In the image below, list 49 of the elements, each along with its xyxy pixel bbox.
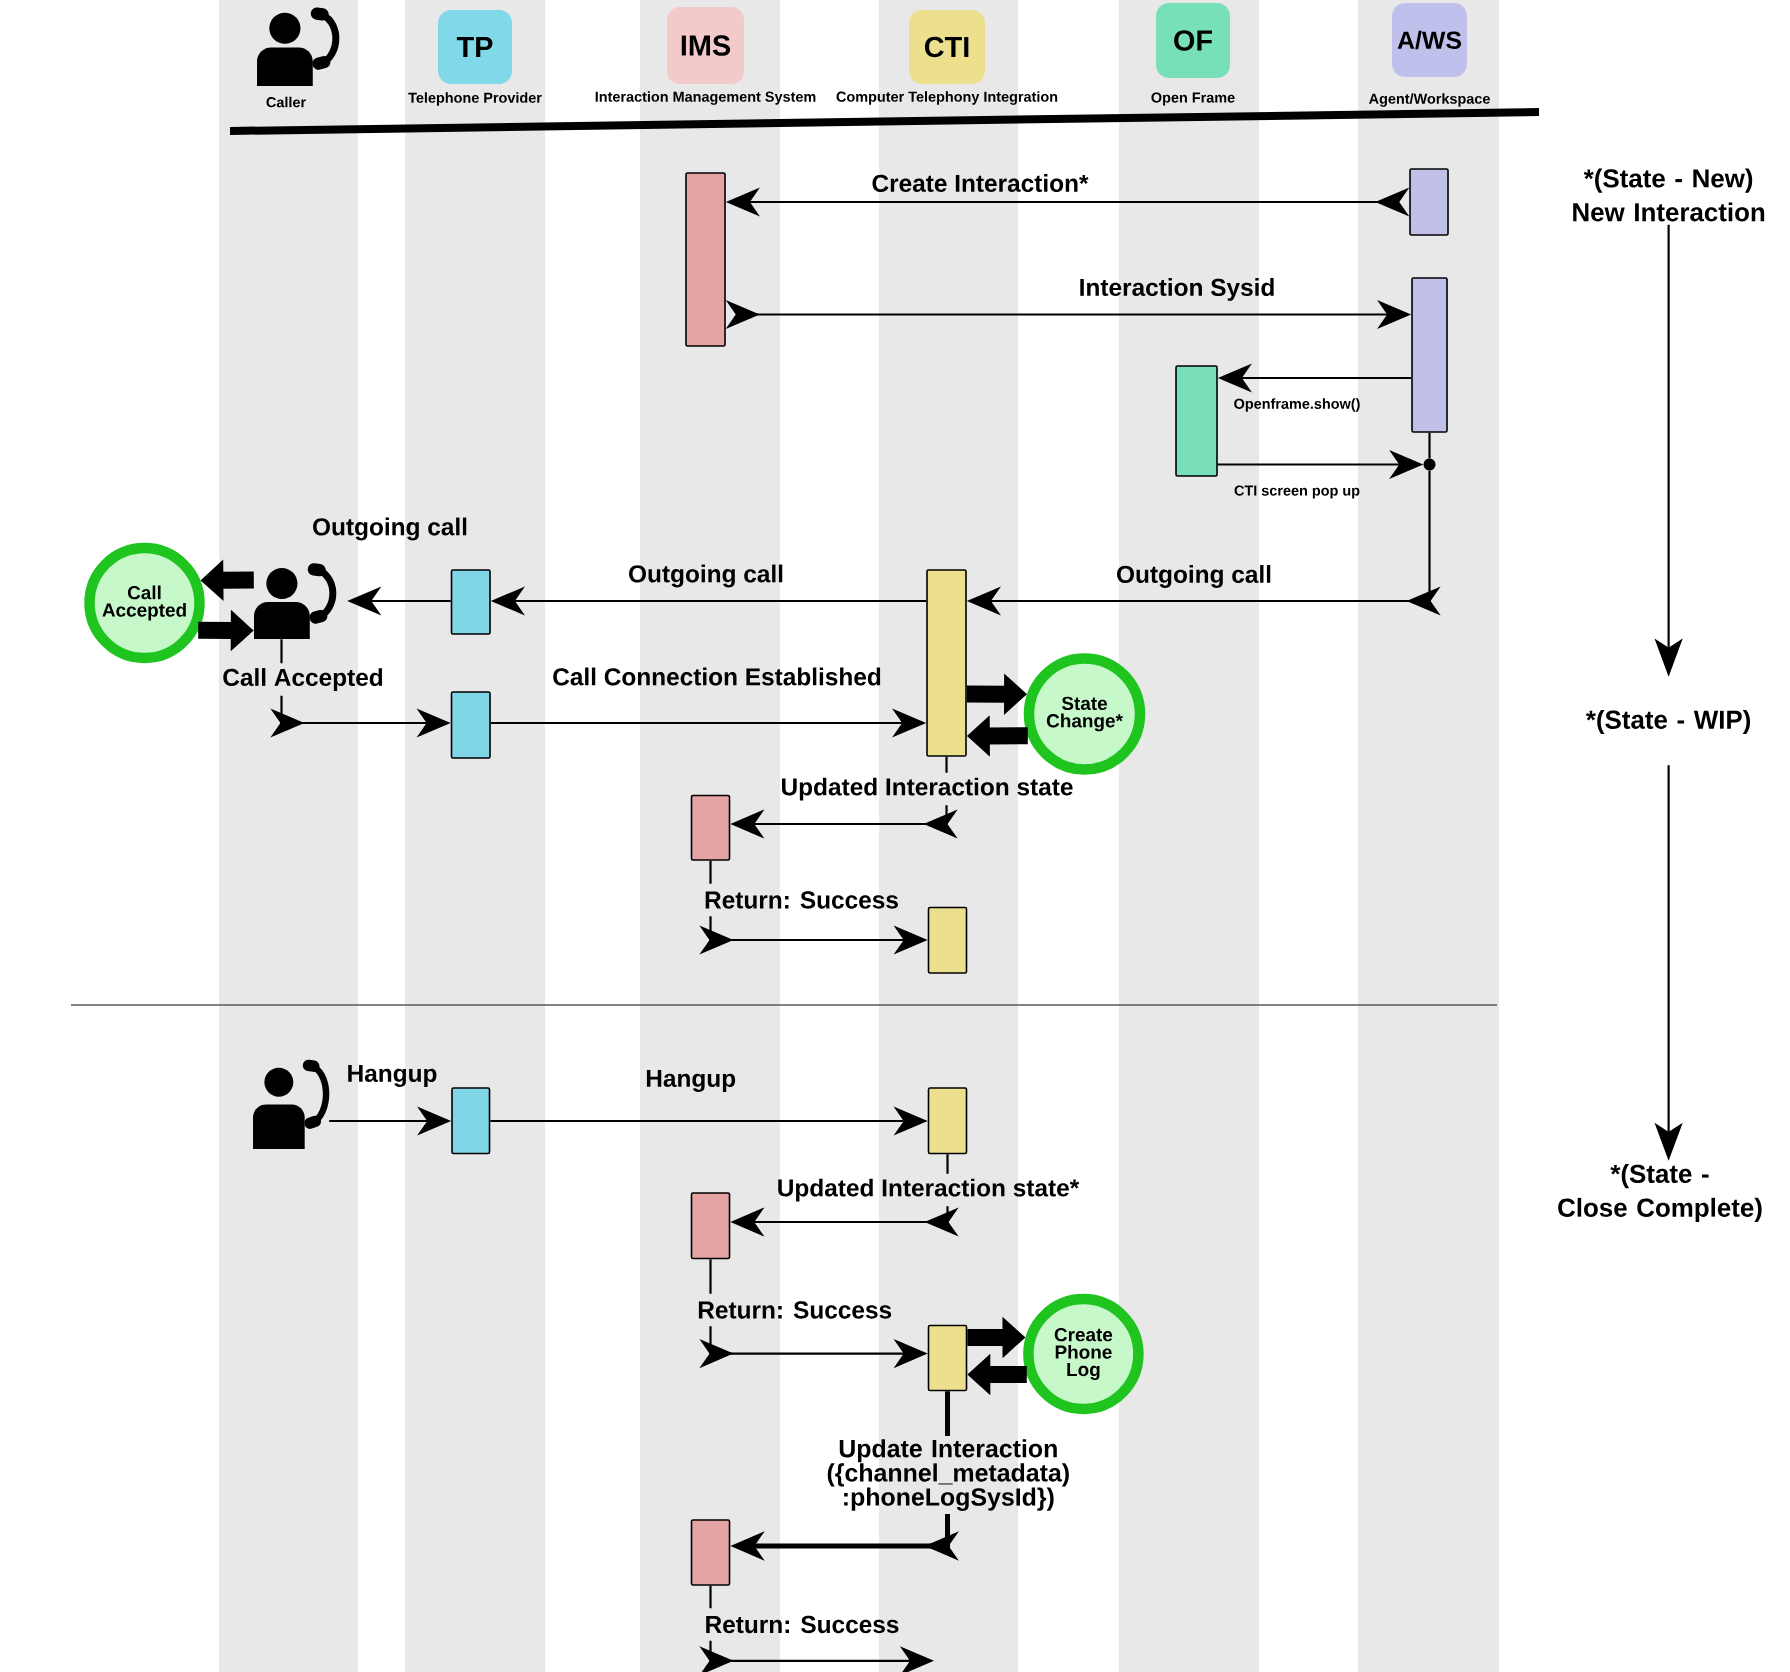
edge-label: Update Interaction ({channel_metadata) :phoneLogSysId}) (827, 1436, 1069, 1514)
edge-label: Call Accepted (223, 663, 383, 696)
participant-label: Agent/Workspace (1369, 93, 1490, 107)
participant-tile: TP (438, 10, 512, 84)
edge-label: Return: Success (704, 1608, 899, 1641)
person-icon (257, 7, 340, 86)
edge-label: Openframe.show() (1234, 398, 1360, 412)
state-label: *(State - New) New Interaction (1573, 168, 1765, 222)
participant-label: Computer Telephony Integration (836, 91, 1058, 105)
edge-label: CTI screen pop up (1234, 485, 1360, 499)
edge-label: Outgoing call (313, 517, 467, 541)
participant-tile: A/WS (1392, 3, 1467, 77)
edge-label: Interaction Sysid (1080, 278, 1274, 301)
state-label: *(State - Close Complete) (1558, 1164, 1762, 1222)
participant-label: Interaction Management System (595, 91, 816, 105)
participant-tile: IMS (667, 7, 744, 84)
participant-tile: CTI (909, 10, 985, 84)
participant-label: Open Frame (1151, 92, 1235, 106)
edge-label: Outgoing call (1117, 565, 1271, 588)
edge-label: Call Connection Established (553, 667, 881, 686)
activation-bar (690, 1192, 731, 1260)
activation-bar (1175, 365, 1218, 477)
activation-bar (927, 906, 968, 974)
activation-bar (926, 569, 967, 757)
edge-label: Return: Success (704, 883, 898, 917)
edge-label: Outgoing call (629, 564, 783, 588)
edge-label: Updated Interaction state* (778, 1173, 1080, 1207)
participant-label: Caller (266, 96, 306, 108)
person-icon (253, 1059, 330, 1149)
person-icon (254, 563, 337, 639)
activation-bar (690, 1519, 731, 1586)
activation-bar (450, 691, 491, 759)
participant-tile: OF (1156, 3, 1230, 78)
activation-bar (685, 172, 726, 347)
activation-bar (927, 1324, 968, 1392)
edge-label: Create Interaction* (872, 174, 1089, 192)
activation-bar (450, 569, 491, 635)
edge-label: Hangup (646, 1070, 736, 1092)
edge-label: Hangup (348, 1065, 437, 1087)
activation-bar (1411, 277, 1448, 433)
activation-bar (1409, 168, 1449, 236)
activation-bar (690, 794, 731, 861)
participant-label: Telephone Provider (408, 92, 542, 106)
edge-label: Updated Interaction state (782, 772, 1073, 806)
activation-bar (451, 1087, 491, 1155)
lifeline (1428, 432, 1431, 459)
edge-label: Return: Success (698, 1293, 892, 1327)
state-label: *(State - WIP) (1585, 709, 1751, 735)
activation-bar (927, 1087, 968, 1155)
